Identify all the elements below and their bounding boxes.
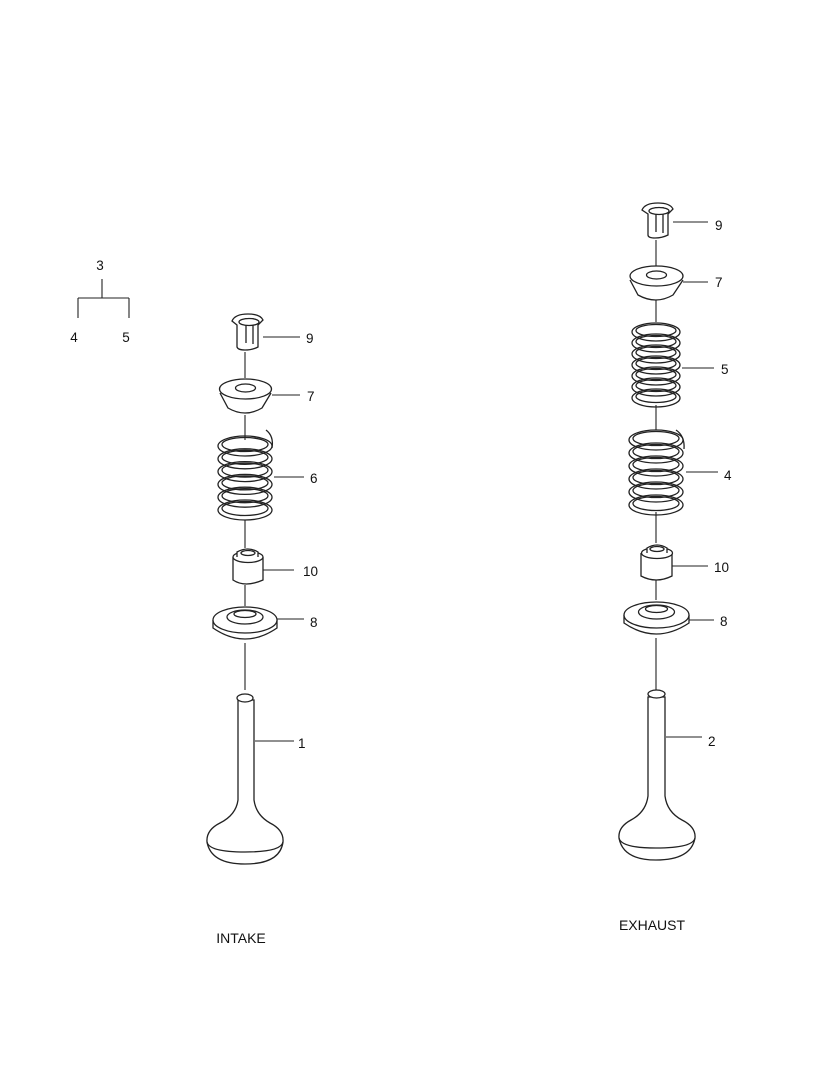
spring-coil bbox=[217, 473, 273, 496]
intake-label-valve: 1 bbox=[298, 736, 306, 751]
intake-assembly: 9 7 6 10 8 1 INTAKE bbox=[206, 313, 318, 946]
exhaust-inner-spring bbox=[628, 429, 685, 516]
intake-valve-keeper bbox=[231, 313, 264, 351]
spring-coil bbox=[628, 481, 684, 503]
intake-valve-spring bbox=[217, 429, 274, 521]
spring-coil-inner bbox=[635, 378, 677, 393]
spring-coil-inner bbox=[221, 500, 269, 517]
intake-spring-retainer bbox=[218, 378, 273, 414]
spring-coil-inner bbox=[221, 475, 269, 491]
intake-label-retainer: 7 bbox=[307, 389, 315, 404]
exhaust-label-outer-spring: 5 bbox=[721, 362, 729, 377]
spring-coil-inner bbox=[221, 462, 269, 478]
spring-coil-inner bbox=[632, 443, 680, 460]
spring-coil-inner bbox=[221, 436, 269, 453]
spring-coil-inner bbox=[635, 356, 677, 371]
exhaust-spring-retainer bbox=[629, 265, 684, 301]
spring-coil-inner bbox=[635, 345, 677, 360]
spring-coil bbox=[628, 494, 684, 516]
exhaust-label-keeper: 9 bbox=[715, 218, 723, 233]
spring-coil-inner bbox=[635, 389, 677, 404]
spring-coil bbox=[217, 448, 273, 470]
spring-coil-inner bbox=[221, 449, 269, 465]
spring-coil bbox=[631, 366, 681, 386]
spring-coil bbox=[631, 322, 681, 342]
exhaust-label-seal: 10 bbox=[714, 560, 729, 575]
intake-caption: INTAKE bbox=[216, 930, 266, 946]
exhaust-valve bbox=[618, 689, 696, 861]
spring-coil-inner bbox=[632, 495, 680, 512]
exhaust-caption: EXHAUST bbox=[619, 917, 686, 933]
spring-coil bbox=[631, 388, 681, 408]
exhaust-label-inner-spring: 4 bbox=[724, 468, 732, 483]
spring-coil bbox=[631, 333, 681, 353]
intake-spring-seat bbox=[212, 606, 278, 640]
spring-coil bbox=[217, 460, 273, 483]
spring-coil-inner bbox=[635, 323, 677, 338]
exhaust-spring-seat bbox=[623, 601, 690, 635]
spring-coil bbox=[631, 377, 681, 397]
legend-child-left: 4 bbox=[70, 330, 78, 345]
spring-coil-inner bbox=[221, 488, 269, 504]
intake-label-keeper: 9 bbox=[306, 331, 314, 346]
exhaust-assembly: 9 7 5 4 10 8 2 EXHAUST bbox=[618, 202, 732, 933]
spring-coil-inner bbox=[632, 430, 680, 447]
intake-valve bbox=[206, 693, 284, 865]
legend-tree: 3 4 5 bbox=[70, 258, 130, 345]
exhaust-label-valve: 2 bbox=[708, 734, 716, 749]
exhaust-label-retainer: 7 bbox=[715, 275, 723, 290]
intake-stem-seal bbox=[232, 548, 264, 585]
spring-coil-inner bbox=[635, 334, 677, 349]
intake-label-seat: 8 bbox=[310, 615, 318, 630]
exhaust-stem-seal bbox=[640, 544, 674, 581]
legend-child-right: 5 bbox=[122, 330, 130, 345]
exhaust-label-seat: 8 bbox=[720, 614, 728, 629]
spring-coil-inner bbox=[632, 482, 680, 499]
spring-coil bbox=[628, 468, 684, 490]
intake-label-spring: 6 bbox=[310, 471, 318, 486]
exhaust-outer-spring bbox=[631, 322, 681, 408]
spring-coil-inner bbox=[632, 456, 680, 473]
exhaust-valve-keeper bbox=[641, 202, 674, 239]
spring-coil bbox=[217, 499, 273, 521]
spring-coil bbox=[628, 442, 684, 464]
spring-coil bbox=[631, 355, 681, 375]
intake-label-seal: 10 bbox=[303, 564, 318, 579]
spring-coil bbox=[631, 344, 681, 364]
legend-parent: 3 bbox=[96, 258, 104, 273]
spring-coil-inner bbox=[635, 367, 677, 382]
spring-coil-inner bbox=[632, 469, 680, 486]
spring-coil bbox=[217, 486, 273, 508]
spring-coil bbox=[628, 455, 684, 477]
